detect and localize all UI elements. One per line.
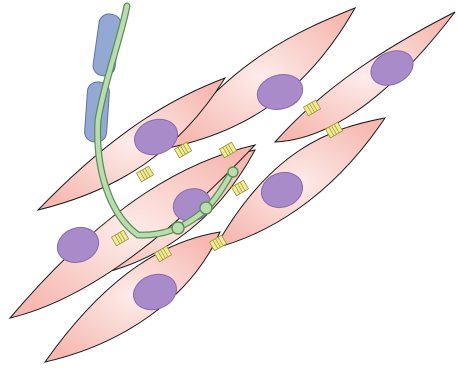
gap-junction bbox=[136, 166, 153, 182]
axon-varicosity bbox=[172, 222, 184, 234]
axon-varicosity bbox=[200, 202, 212, 214]
axon-varicosity bbox=[228, 167, 238, 177]
